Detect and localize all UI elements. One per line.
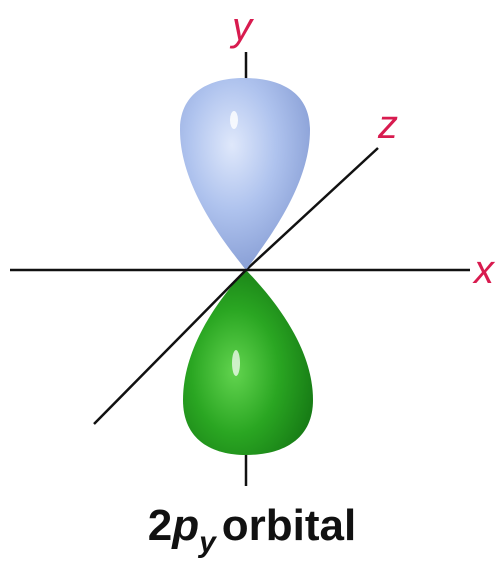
upper-lobe — [180, 78, 310, 270]
z-axis-label: z — [377, 103, 398, 147]
y-axis-label: y — [229, 5, 255, 49]
caption-suffix: orbital — [221, 501, 357, 550]
caption-prefix: 2 — [147, 501, 173, 550]
upper-lobe-highlight — [230, 111, 238, 129]
lower-lobe — [183, 270, 313, 455]
lower-lobe-highlight — [232, 350, 240, 376]
z-axis-back — [245, 147, 379, 271]
caption-subscript: y — [199, 526, 216, 559]
z-axis-front — [93, 269, 247, 425]
caption-letter: p — [172, 501, 200, 550]
x-axis-label: x — [472, 248, 496, 292]
